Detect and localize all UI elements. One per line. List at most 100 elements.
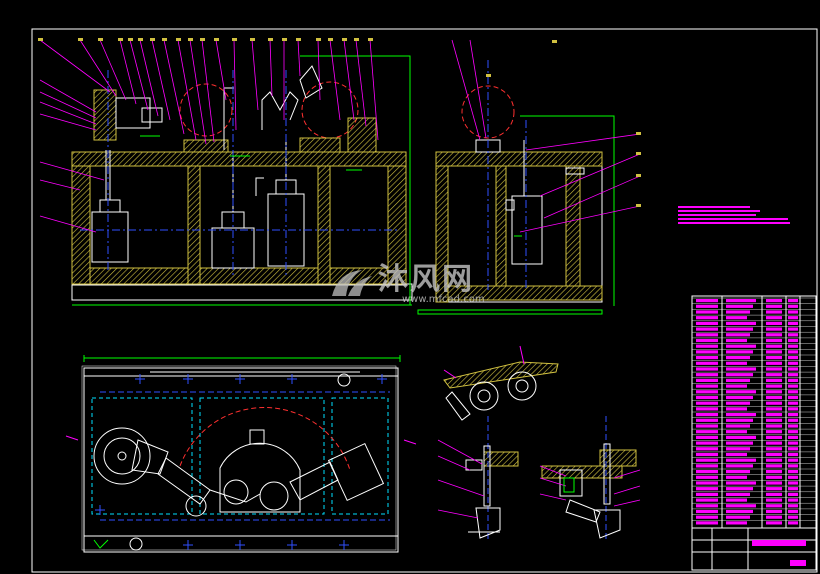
parts-list-cell <box>766 350 782 354</box>
title-block <box>691 295 817 571</box>
parts-list-cell <box>788 310 798 314</box>
parts-list-cell <box>726 395 753 400</box>
parts-list-cell <box>696 492 718 496</box>
parts-list-cell <box>696 333 718 337</box>
parts-list-cell <box>788 327 798 331</box>
parts-list-cell <box>726 481 756 485</box>
parts-list-cell <box>726 430 747 434</box>
parts-list-cell <box>696 378 718 382</box>
parts-list-cell <box>766 395 782 400</box>
parts-list-cell <box>726 418 753 422</box>
parts-list-cell <box>696 509 718 514</box>
parts-list-cell <box>726 435 756 439</box>
parts-list-cell <box>788 447 798 451</box>
parts-list-cell <box>726 316 747 320</box>
parts-list-cell <box>726 361 747 365</box>
parts-list-cell <box>788 304 798 308</box>
parts-list-cell <box>696 470 718 474</box>
parts-list-cell <box>726 356 750 360</box>
parts-list-cell <box>766 384 782 388</box>
parts-list-cell <box>726 487 753 491</box>
parts-list-cell <box>726 321 756 325</box>
parts-list-cell <box>696 373 718 377</box>
parts-list-cell <box>788 356 798 360</box>
parts-list-cell <box>788 299 798 303</box>
parts-list-cell <box>788 498 798 502</box>
parts-list-cell <box>788 407 798 411</box>
parts-list-cell <box>788 344 798 348</box>
parts-list-cell <box>766 401 782 405</box>
parts-list-cell <box>788 435 798 439</box>
parts-list-cell <box>696 441 718 445</box>
technical-notes <box>678 206 790 224</box>
parts-list-cell <box>726 310 750 314</box>
parts-list-cell <box>696 316 718 320</box>
parts-list-cell <box>726 367 756 371</box>
parts-list-cell <box>696 407 718 411</box>
parts-list-cell <box>766 356 782 360</box>
parts-list-cell <box>766 327 782 331</box>
parts-list-cell <box>766 447 782 451</box>
parts-list-cell <box>766 498 782 502</box>
parts-list-cell <box>696 321 718 325</box>
parts-list-cell <box>766 521 782 525</box>
parts-list-cell <box>766 361 782 365</box>
parts-list-cell <box>788 378 798 382</box>
parts-list-cell <box>696 384 718 388</box>
parts-list-cell <box>696 481 718 485</box>
parts-list-cell <box>696 424 718 428</box>
parts-list-cell <box>788 321 798 325</box>
parts-list-cell <box>788 361 798 365</box>
parts-list-cell <box>788 373 798 377</box>
parts-list-cell <box>726 344 756 348</box>
parts-list-cell <box>696 344 718 348</box>
parts-list-cell <box>696 452 718 457</box>
parts-list-cell <box>766 492 782 496</box>
parts-list-cell <box>788 333 798 337</box>
parts-list-cell <box>726 521 747 525</box>
parts-list-cell <box>788 504 798 508</box>
parts-list-cell <box>766 458 782 462</box>
parts-list-cell <box>766 435 782 439</box>
parts-list-cell <box>788 458 798 462</box>
parts-list-cell <box>726 498 747 502</box>
parts-list-cell <box>766 367 782 371</box>
parts-list-cell <box>766 299 782 303</box>
parts-list-cell <box>788 515 798 519</box>
parts-list-cell <box>788 390 798 394</box>
parts-list-cell <box>766 430 782 434</box>
parts-list-cell <box>766 452 782 457</box>
parts-list-cell <box>696 487 718 491</box>
parts-list-cell <box>696 515 718 519</box>
parts-list-cell <box>766 464 782 468</box>
parts-list-cell <box>696 395 718 400</box>
parts-list-cell <box>696 367 718 371</box>
side-view <box>417 39 641 315</box>
parts-list-cell <box>696 304 718 308</box>
parts-list-cell <box>726 350 753 354</box>
parts-list-cell <box>788 487 798 491</box>
parts-list-cell <box>726 470 750 474</box>
parts-list-cell <box>696 413 718 417</box>
parts-list-cell <box>726 390 756 394</box>
parts-list-cell <box>696 521 718 525</box>
parts-list-cell <box>696 430 718 434</box>
parts-list-cell <box>726 384 747 388</box>
parts-list-cell <box>696 464 718 468</box>
parts-list-cell <box>726 424 750 428</box>
parts-list-cell <box>766 344 782 348</box>
parts-list-cell <box>788 475 798 479</box>
parts-list-cell <box>766 441 782 445</box>
parts-list-cell <box>726 504 756 508</box>
parts-list-cell <box>788 424 798 428</box>
parts-list-cell <box>766 424 782 428</box>
parts-list-cell <box>696 401 718 405</box>
parts-list-cell <box>766 407 782 411</box>
parts-list-cell <box>726 492 750 496</box>
parts-list-cell <box>766 338 782 343</box>
drawing-border <box>31 28 818 573</box>
parts-list-cell <box>788 464 798 468</box>
parts-list-cell <box>726 475 747 479</box>
parts-list-cell <box>726 509 753 514</box>
